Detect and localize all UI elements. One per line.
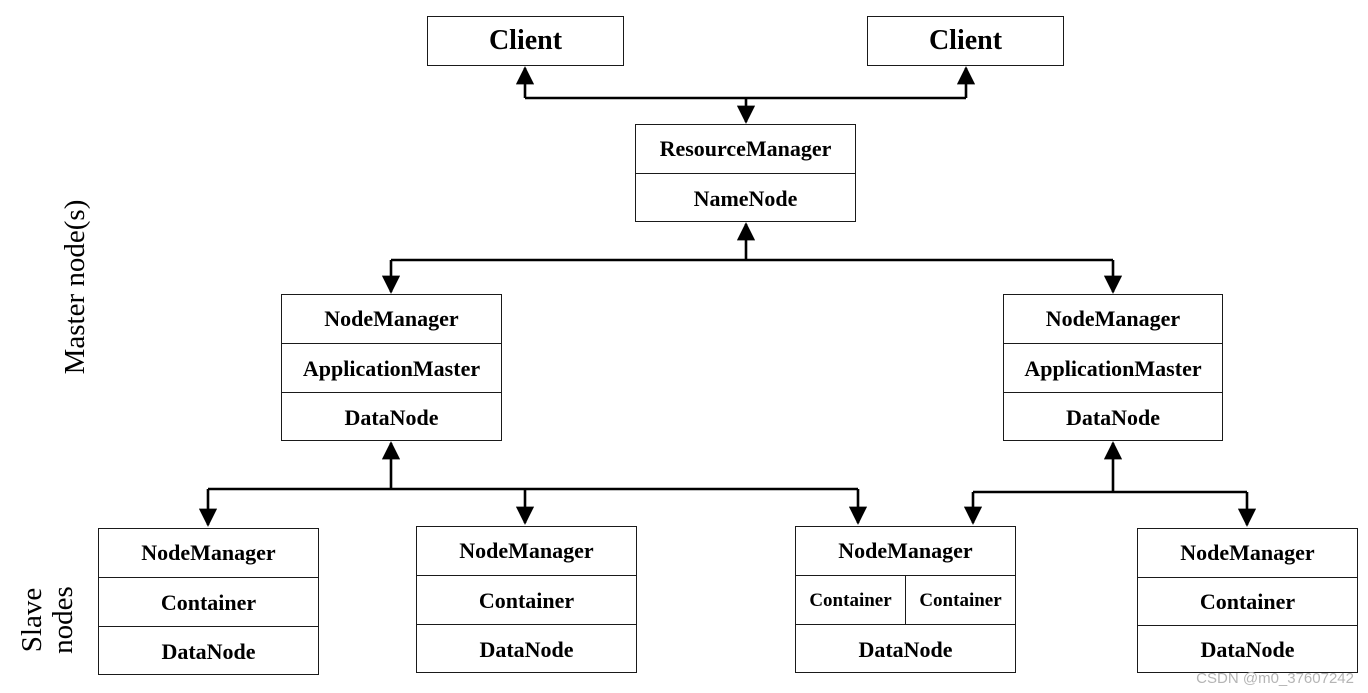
datanode-row: DataNode: [1138, 625, 1357, 674]
mid-node-box-left: NodeManager ApplicationMaster DataNode: [281, 294, 502, 441]
slave-node-box-4: NodeManager Container DataNode: [1137, 528, 1358, 673]
slave-node-box-2: NodeManager Container DataNode: [416, 526, 637, 673]
applicationmaster-row: ApplicationMaster: [282, 343, 501, 393]
datanode-row: DataNode: [1004, 392, 1222, 442]
watermark: CSDN @m0_37607242: [1196, 670, 1354, 687]
client-label: Client: [488, 25, 563, 56]
master-nodes-label: Master node(s): [59, 199, 91, 375]
nodemanager-row: NodeManager: [459, 538, 594, 563]
nodemanager-row: NodeManager: [1180, 540, 1315, 565]
namenode-row: NameNode: [636, 173, 855, 223]
nodemanager-row: NodeManager: [324, 306, 459, 331]
container-cell-left: Container: [809, 589, 892, 611]
slave-node-box-3: NodeManager Container Container DataNode: [795, 526, 1016, 673]
datanode-row: DataNode: [796, 624, 1015, 674]
container-row: Container: [1138, 577, 1357, 626]
slave-label-line2: nodes: [47, 586, 79, 654]
client-box-right: Client: [867, 16, 1064, 66]
nodemanager-row: NodeManager: [141, 540, 276, 565]
client-box-left: Client: [427, 16, 624, 66]
client-label: Client: [928, 25, 1003, 56]
master-node-box: ResourceManager NameNode: [635, 124, 856, 222]
resourcemanager-row: ResourceManager: [659, 136, 832, 161]
datanode-row: DataNode: [417, 624, 636, 674]
container-split-row: Container Container: [796, 575, 1015, 625]
datanode-row: DataNode: [282, 392, 501, 442]
container-row: Container: [99, 577, 318, 627]
slave-nodes-label: Slave nodes: [16, 565, 87, 675]
slave-node-box-1: NodeManager Container DataNode: [98, 528, 319, 675]
slave-label-line1: Slave: [16, 587, 48, 653]
nodemanager-row: NodeManager: [838, 538, 973, 563]
container-cell-right: Container: [905, 576, 1015, 625]
mid-node-box-right: NodeManager ApplicationMaster DataNode: [1003, 294, 1223, 441]
nodemanager-row: NodeManager: [1045, 306, 1181, 331]
applicationmaster-row: ApplicationMaster: [1004, 343, 1222, 393]
container-row: Container: [417, 575, 636, 625]
datanode-row: DataNode: [99, 626, 318, 676]
